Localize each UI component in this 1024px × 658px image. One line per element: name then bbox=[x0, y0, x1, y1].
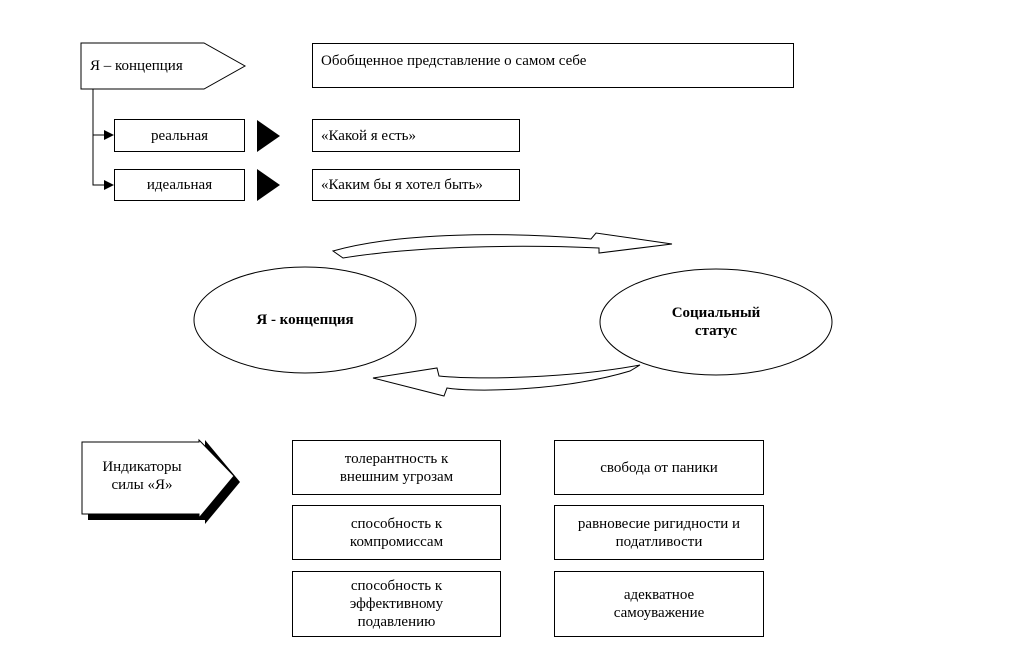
indicators-title-line2: силы «Я» bbox=[111, 477, 173, 493]
cycle-right-line1: Социальный bbox=[671, 305, 761, 321]
cycle-right-label: Социальный статус bbox=[616, 304, 816, 340]
arrowhead-real bbox=[104, 130, 114, 140]
indicator-line: способность к bbox=[350, 578, 443, 594]
type-ideal-label: идеальная bbox=[146, 177, 213, 193]
indicator-line: подавлению bbox=[357, 614, 436, 630]
indicator-box: способность к эффективному подавлению bbox=[292, 571, 501, 637]
curved-arrow-bottom bbox=[372, 364, 641, 397]
cycle-left-label: Я - концепция bbox=[256, 312, 354, 328]
indicator-line: внешним угрозам bbox=[339, 468, 454, 485]
indicator-line: податливости bbox=[615, 533, 703, 550]
indicator-box: способность к компромиссам bbox=[292, 505, 501, 560]
indicator-box: равновесие ригидности и податливости bbox=[554, 505, 764, 560]
type-ideal-description-box: «Каким бы я хотел быть» bbox=[312, 169, 520, 201]
indicators-title-line1: Индикаторы bbox=[102, 459, 182, 475]
triangle-real bbox=[257, 120, 280, 152]
type-real-label: реальная bbox=[150, 127, 209, 144]
indicator-line: адекватное bbox=[623, 587, 695, 603]
indicator-line: свобода от паники bbox=[600, 459, 718, 476]
concept-definition-box: Обобщенное представление о самом себе bbox=[312, 43, 794, 88]
cycle-right-line2: статус bbox=[694, 323, 738, 339]
concept-pentagon bbox=[80, 42, 247, 90]
indicator-box: адекватное самоуважение bbox=[554, 571, 764, 637]
indicator-box: свобода от паники bbox=[554, 440, 764, 495]
ellipse-self-concept bbox=[193, 266, 417, 374]
indicator-line: самоуважение bbox=[613, 605, 705, 621]
indicator-line: эффективному bbox=[349, 596, 444, 612]
ellipse-social-status bbox=[599, 268, 833, 376]
indicator-box: толерантность к внешним угрозам bbox=[292, 440, 501, 495]
concept-definition-text: Обобщенное представление о самом себе bbox=[321, 53, 587, 69]
indicators-shape bbox=[81, 438, 235, 520]
indicator-line: равновесие ригидности и bbox=[577, 515, 741, 532]
type-ideal-description: «Каким бы я хотел быть» bbox=[321, 177, 483, 193]
indicators-title: Индикаторы силы «Я» bbox=[84, 458, 200, 494]
indicator-line: толерантность к bbox=[344, 450, 449, 467]
type-real-description: «Какой я есть» bbox=[321, 127, 417, 144]
triangle-ideal bbox=[257, 169, 280, 201]
type-real-description-box: «Какой я есть» bbox=[312, 119, 520, 152]
connector-line bbox=[92, 89, 104, 186]
concept-label: Я – концепция bbox=[90, 58, 183, 74]
indicator-line: компромиссам bbox=[349, 533, 444, 550]
type-real-box: реальная bbox=[114, 119, 245, 152]
type-ideal-box: идеальная bbox=[114, 169, 245, 201]
indicator-line: способность к bbox=[350, 515, 443, 532]
curved-arrow-top bbox=[331, 232, 673, 259]
arrowhead-ideal bbox=[104, 180, 114, 190]
